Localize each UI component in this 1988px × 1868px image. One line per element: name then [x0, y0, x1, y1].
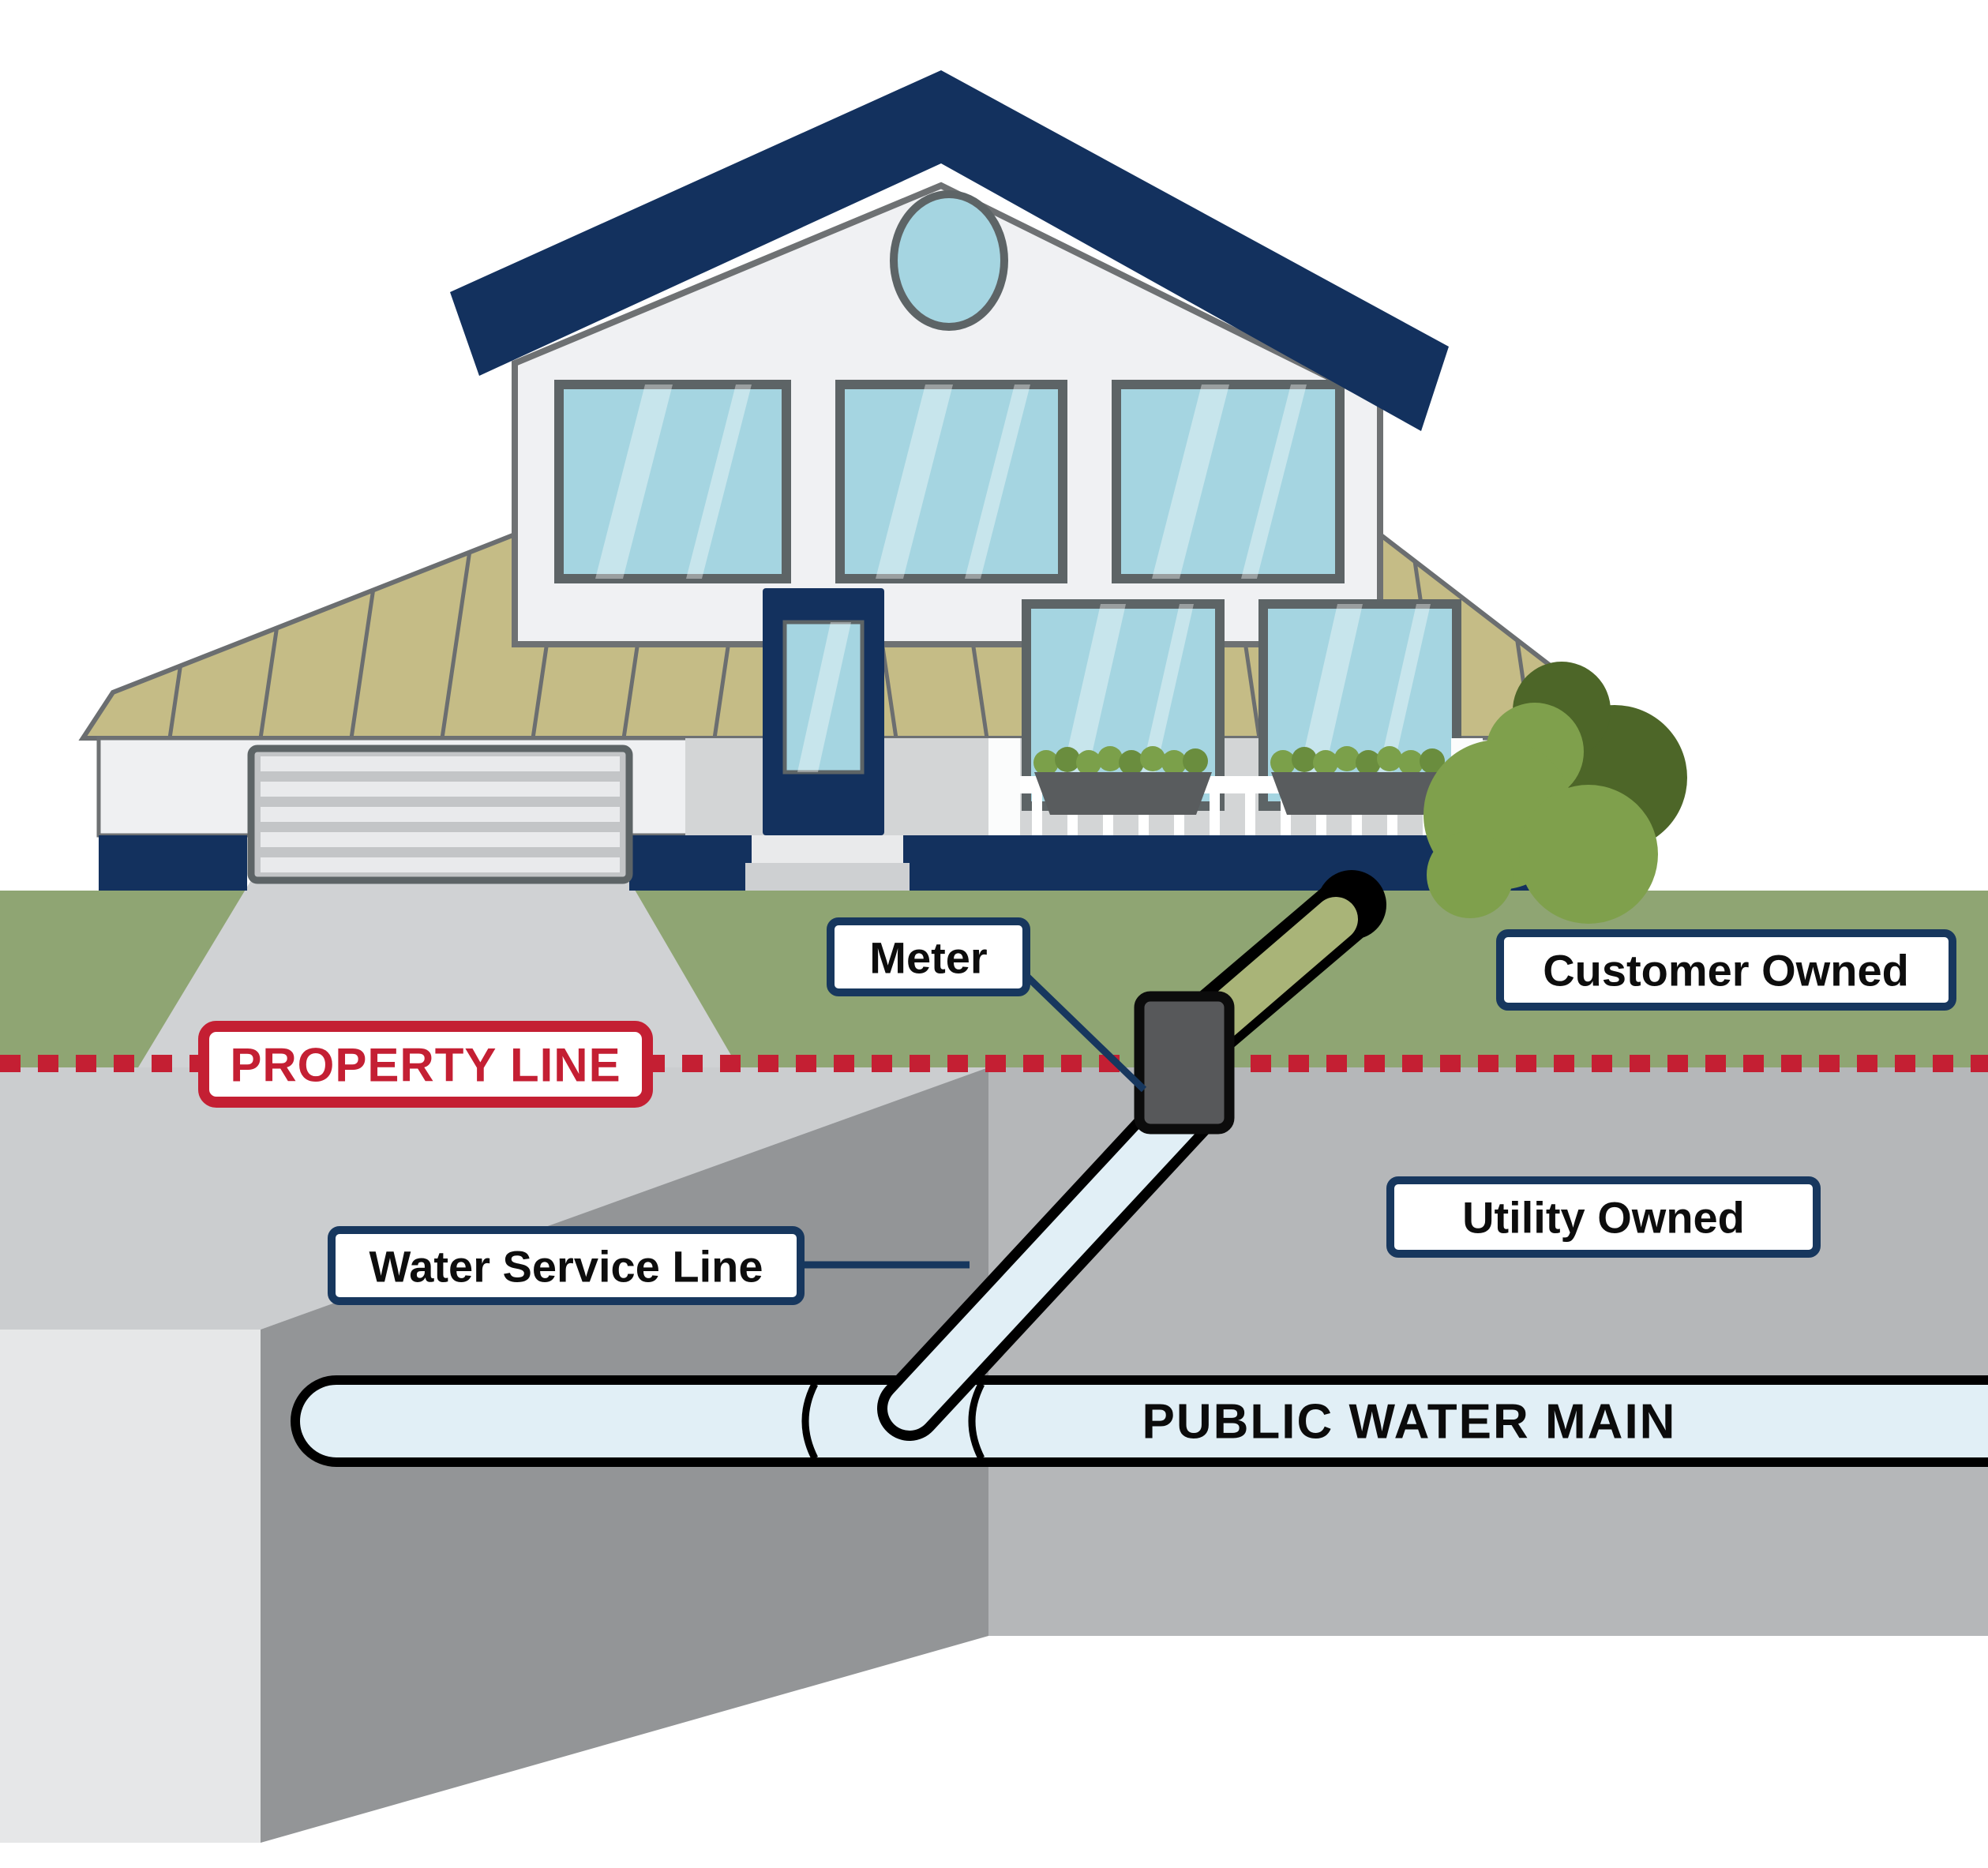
house: [78, 70, 1687, 924]
public-water-main-label-text: PUBLIC WATER MAIN: [1142, 1395, 1677, 1450]
round-gable-window: [890, 190, 1008, 331]
label-meter: Meter: [827, 917, 1030, 996]
garage-door: [247, 745, 633, 884]
porch-column-left: [988, 738, 1020, 835]
label-utility-owned: Utility Owned: [1386, 1176, 1821, 1258]
utility-owned-label-text: Utility Owned: [1462, 1193, 1745, 1243]
window: [554, 380, 791, 583]
window: [1112, 380, 1345, 583]
label-property-line: PROPERTY LINE: [198, 1021, 653, 1108]
garage-door-slats: [261, 756, 620, 872]
water-service-line-pipe: [877, 1067, 1229, 1441]
door-glass: [782, 620, 865, 775]
front-entry: [745, 588, 910, 891]
property-line-label-text: PROPERTY LINE: [230, 1039, 621, 1092]
label-customer-owned: Customer Owned: [1496, 929, 1956, 1011]
second-floor-windows: [554, 380, 1345, 583]
foundation-left: [99, 835, 247, 891]
main-roof: [450, 70, 1449, 431]
pipe-coupling: [968, 1382, 985, 1461]
customer-owned-label-text: Customer Owned: [1543, 946, 1909, 996]
driveway: [138, 880, 738, 1067]
step-lower: [745, 863, 910, 891]
window: [835, 380, 1067, 583]
trench-side-face: [0, 1330, 261, 1843]
planter-plants: [1270, 746, 1445, 775]
window-planter-left: [1033, 746, 1212, 815]
foundation-middle: [629, 835, 754, 891]
water-meter: [1134, 991, 1235, 1135]
soil-under-house: [0, 1067, 996, 1330]
label-water-service-line: Water Service Line: [328, 1226, 805, 1305]
bush: [1423, 662, 1687, 924]
meter-leader-line: [1023, 973, 1147, 1093]
water-service-line-label-text: Water Service Line: [369, 1242, 763, 1292]
window-planter-right: [1270, 746, 1449, 815]
pipe-coupling: [801, 1382, 819, 1461]
public-water-main-pipe: [291, 1375, 1988, 1467]
meter-label-text: Meter: [869, 933, 987, 983]
planter-plants: [1033, 746, 1208, 775]
step-upper: [752, 835, 903, 863]
